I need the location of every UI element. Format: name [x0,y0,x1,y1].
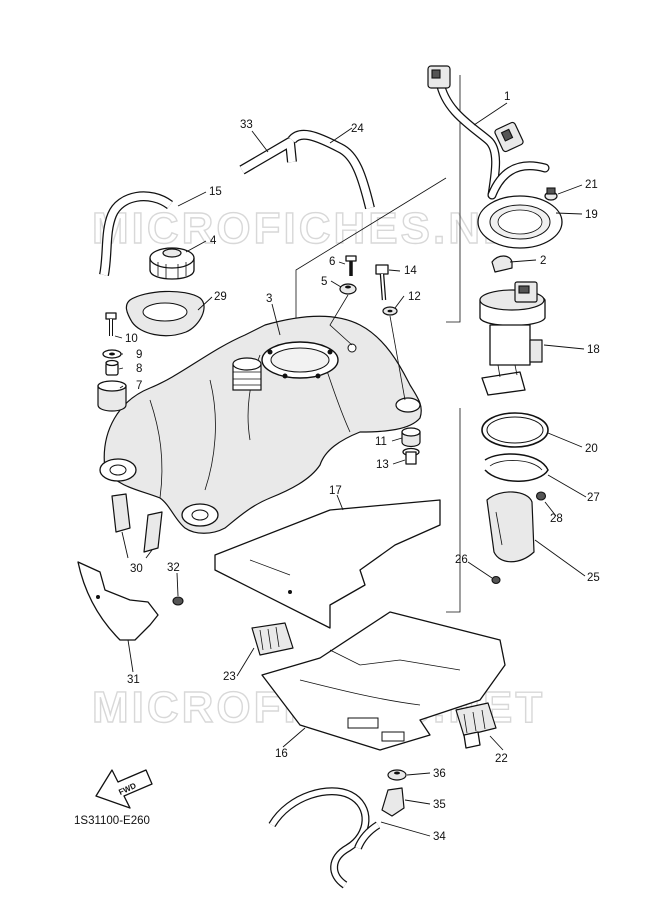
callout-24[interactable]: 24 [351,123,364,135]
callout-8[interactable]: 8 [136,363,142,375]
fuel-tank-part[interactable] [99,315,422,534]
callout-28[interactable]: 28 [550,513,563,525]
relay-23-part[interactable] [251,622,294,656]
nut-21-part[interactable] [544,187,558,201]
screw-26-part[interactable] [491,575,501,585]
insulator-sheet-part[interactable] [214,499,441,629]
clamp-2-part[interactable] [491,255,513,273]
drain-hose-part[interactable] [268,787,381,889]
screw-6-part[interactable] [345,255,357,276]
rubber-30-part[interactable] [111,493,163,553]
callout-14[interactable]: 14 [404,265,417,277]
breather-hose-24-part[interactable] [288,129,375,210]
callout-35[interactable]: 35 [433,799,446,811]
callout-34[interactable]: 34 [433,831,446,843]
callout-9[interactable]: 9 [136,349,142,361]
callout-25[interactable]: 25 [587,572,600,584]
vent-hose-part[interactable] [99,191,173,276]
damper-11-part[interactable] [401,427,421,448]
callout-12[interactable]: 12 [408,291,421,303]
fuel-pump-18-part[interactable] [479,281,546,396]
watermark-top: MICROFICHES.NET [92,204,545,253]
cover-25-part[interactable] [486,491,535,563]
callout-2[interactable]: 2 [540,255,546,267]
screw-32-part[interactable] [172,596,184,606]
forward-direction-arrow: FWD [95,769,153,809]
screw-28-part[interactable] [535,491,547,501]
under-tray-part[interactable] [261,611,506,751]
grommet-36-part[interactable] [387,769,407,781]
callout-3[interactable]: 3 [266,293,272,305]
bolt-10-part[interactable] [105,312,117,336]
callout-7[interactable]: 7 [136,380,142,392]
bolt-14-part[interactable] [375,264,389,301]
cap-seal-part[interactable] [125,290,205,337]
callout-21[interactable]: 21 [585,179,598,191]
diagram-code: 1S31100-E260 [74,815,150,827]
callout-1[interactable]: 1 [504,91,510,103]
callout-6[interactable]: 6 [329,256,335,268]
callout-15[interactable]: 15 [209,186,222,198]
collar-8-part[interactable] [105,359,119,376]
fuel-hose-part[interactable] [427,65,550,200]
assembly-boundary-lines [295,75,461,613]
callout-16[interactable]: 16 [275,748,288,760]
callout-5[interactable]: 5 [321,276,327,288]
fuel-cap-part[interactable] [149,247,195,280]
collar-13-part[interactable] [402,447,420,465]
callout-27[interactable]: 27 [587,492,600,504]
callout-30[interactable]: 30 [130,563,143,575]
callout-18[interactable]: 18 [587,344,600,356]
callout-32[interactable]: 32 [167,562,180,574]
callout-20[interactable]: 20 [585,443,598,455]
callout-4[interactable]: 4 [210,235,217,247]
damper-7-part[interactable] [97,380,127,412]
callout-36[interactable]: 36 [433,768,446,780]
callout-12-13[interactable]: 13 [376,459,389,471]
gasket-plate-19-part[interactable] [477,195,563,249]
callout-33[interactable]: 33 [240,119,253,131]
washer-12-part[interactable] [382,306,398,316]
grommet-5-part[interactable] [339,283,357,295]
callout-23[interactable]: 23 [223,671,236,683]
callout-31[interactable]: 31 [127,674,140,686]
band-27-part[interactable] [484,453,549,482]
fitting-35-part[interactable] [381,787,405,817]
washer-9-part[interactable] [102,349,122,359]
bracket-31-part[interactable] [77,561,159,641]
callout-26[interactable]: 26 [455,554,468,566]
callout-22[interactable]: 22 [495,753,508,765]
callout-11[interactable]: 11 [375,436,387,448]
callout-17[interactable]: 17 [329,485,342,497]
o-ring-20-part[interactable] [481,412,549,448]
breather-hose-33-part[interactable] [239,137,297,175]
callout-19[interactable]: 19 [585,209,598,221]
leader-lines [114,102,587,837]
callout-10[interactable]: 10 [125,333,138,345]
callout-29[interactable]: 29 [214,291,227,303]
module-22-part[interactable] [455,702,497,749]
